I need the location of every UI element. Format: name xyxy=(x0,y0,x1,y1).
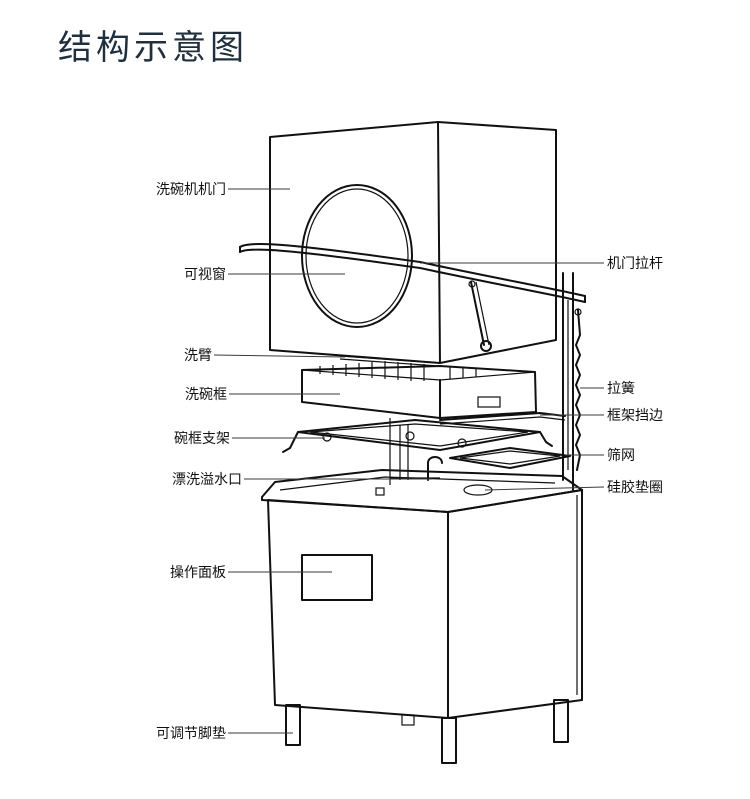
label-lever: 机门拉杆 xyxy=(607,256,663,272)
control-panel xyxy=(301,554,373,601)
label-window: 可视窗 xyxy=(184,266,226,283)
tension-spring xyxy=(574,308,582,471)
label-spring: 拉簧 xyxy=(607,381,635,397)
label-control-panel: 操作面板 xyxy=(170,565,226,581)
label-foot: 可调节脚垫 xyxy=(156,726,226,742)
label-filter: 筛网 xyxy=(607,448,635,464)
viewing-window xyxy=(301,184,413,328)
label-frame-edge: 框架挡边 xyxy=(607,408,663,424)
filter-screen xyxy=(449,447,571,469)
label-basket-support: 碗框支架 xyxy=(174,431,230,447)
wash-arm xyxy=(339,355,441,367)
label-basket: 洗碗框 xyxy=(185,387,227,403)
leader-lines xyxy=(213,188,605,734)
page-title: 结构示意图 xyxy=(58,28,248,68)
rinse-overflow xyxy=(390,456,443,481)
tank-body xyxy=(261,469,583,719)
frame-edge xyxy=(439,396,566,425)
label-overflow: 漂洗溢水口 xyxy=(172,472,242,488)
right-post xyxy=(562,272,574,491)
dishwasher-door xyxy=(269,121,557,364)
door-lever xyxy=(239,242,586,352)
adjustable-feet xyxy=(285,699,569,764)
label-gasket: 硅胶垫圈 xyxy=(607,479,663,496)
dish-basket xyxy=(301,361,537,419)
label-wash-arm: 洗臂 xyxy=(184,348,212,364)
basket-pegs xyxy=(319,361,477,381)
label-door: 洗碗机机门 xyxy=(156,182,226,198)
